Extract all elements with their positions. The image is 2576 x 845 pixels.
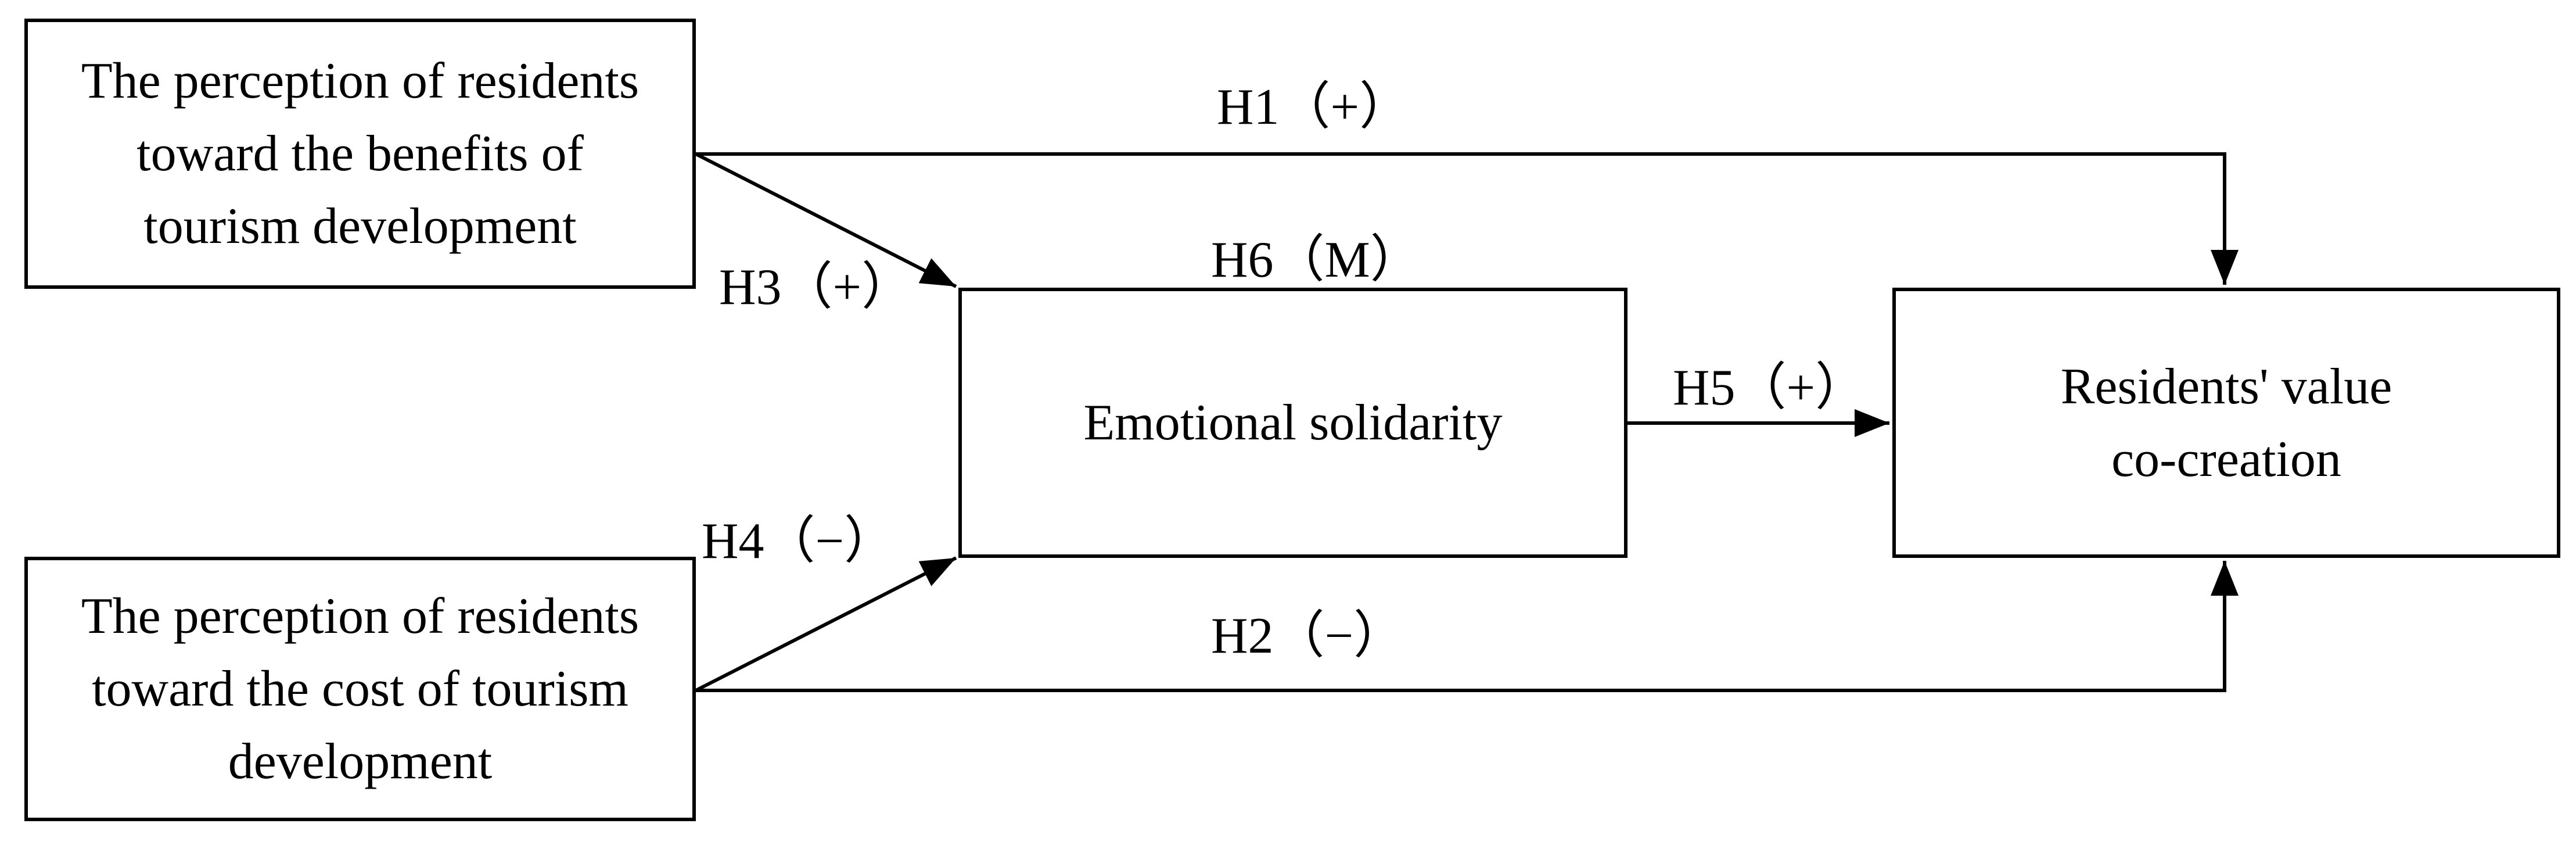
node-text-line: tourism development [143, 198, 577, 255]
node-text-line: The perception of residents [81, 588, 639, 645]
node-text-line: co-creation [2111, 431, 2341, 488]
node-text-line: toward the cost of tourism [92, 661, 628, 717]
hypothesis-label-h2: H2（−） [1211, 608, 1405, 664]
benefits-perception-box: The perception of residents toward the b… [24, 19, 696, 289]
hypothesis-label-h1: H1（+） [1217, 79, 1411, 135]
node-text-line: Emotional solidarity [1083, 395, 1503, 451]
value-co-creation-box: Residents' value co-creation [1892, 288, 2560, 558]
arrow-h3 [695, 152, 957, 288]
hypothesis-label-h4: H4（−） [702, 513, 896, 570]
node-text-line: development [228, 733, 493, 790]
node-text-line: toward the benefits of [136, 126, 584, 182]
arrow-h4 [695, 556, 957, 692]
emotional-solidarity-box: Emotional solidarity [958, 288, 1627, 558]
node-text-line: Residents' value [2060, 358, 2392, 415]
hypothesis-label-h5: H5（+） [1673, 360, 1867, 416]
cost-perception-box: The perception of residents toward the c… [24, 557, 696, 821]
hypothesis-label-h6: H6（M） [1211, 232, 1421, 288]
node-text-line: The perception of residents [81, 53, 639, 109]
arrow-h2 [696, 561, 2239, 692]
hypothesis-label-h3: H3（+） [719, 259, 913, 316]
arrow-h1 [696, 152, 2239, 285]
